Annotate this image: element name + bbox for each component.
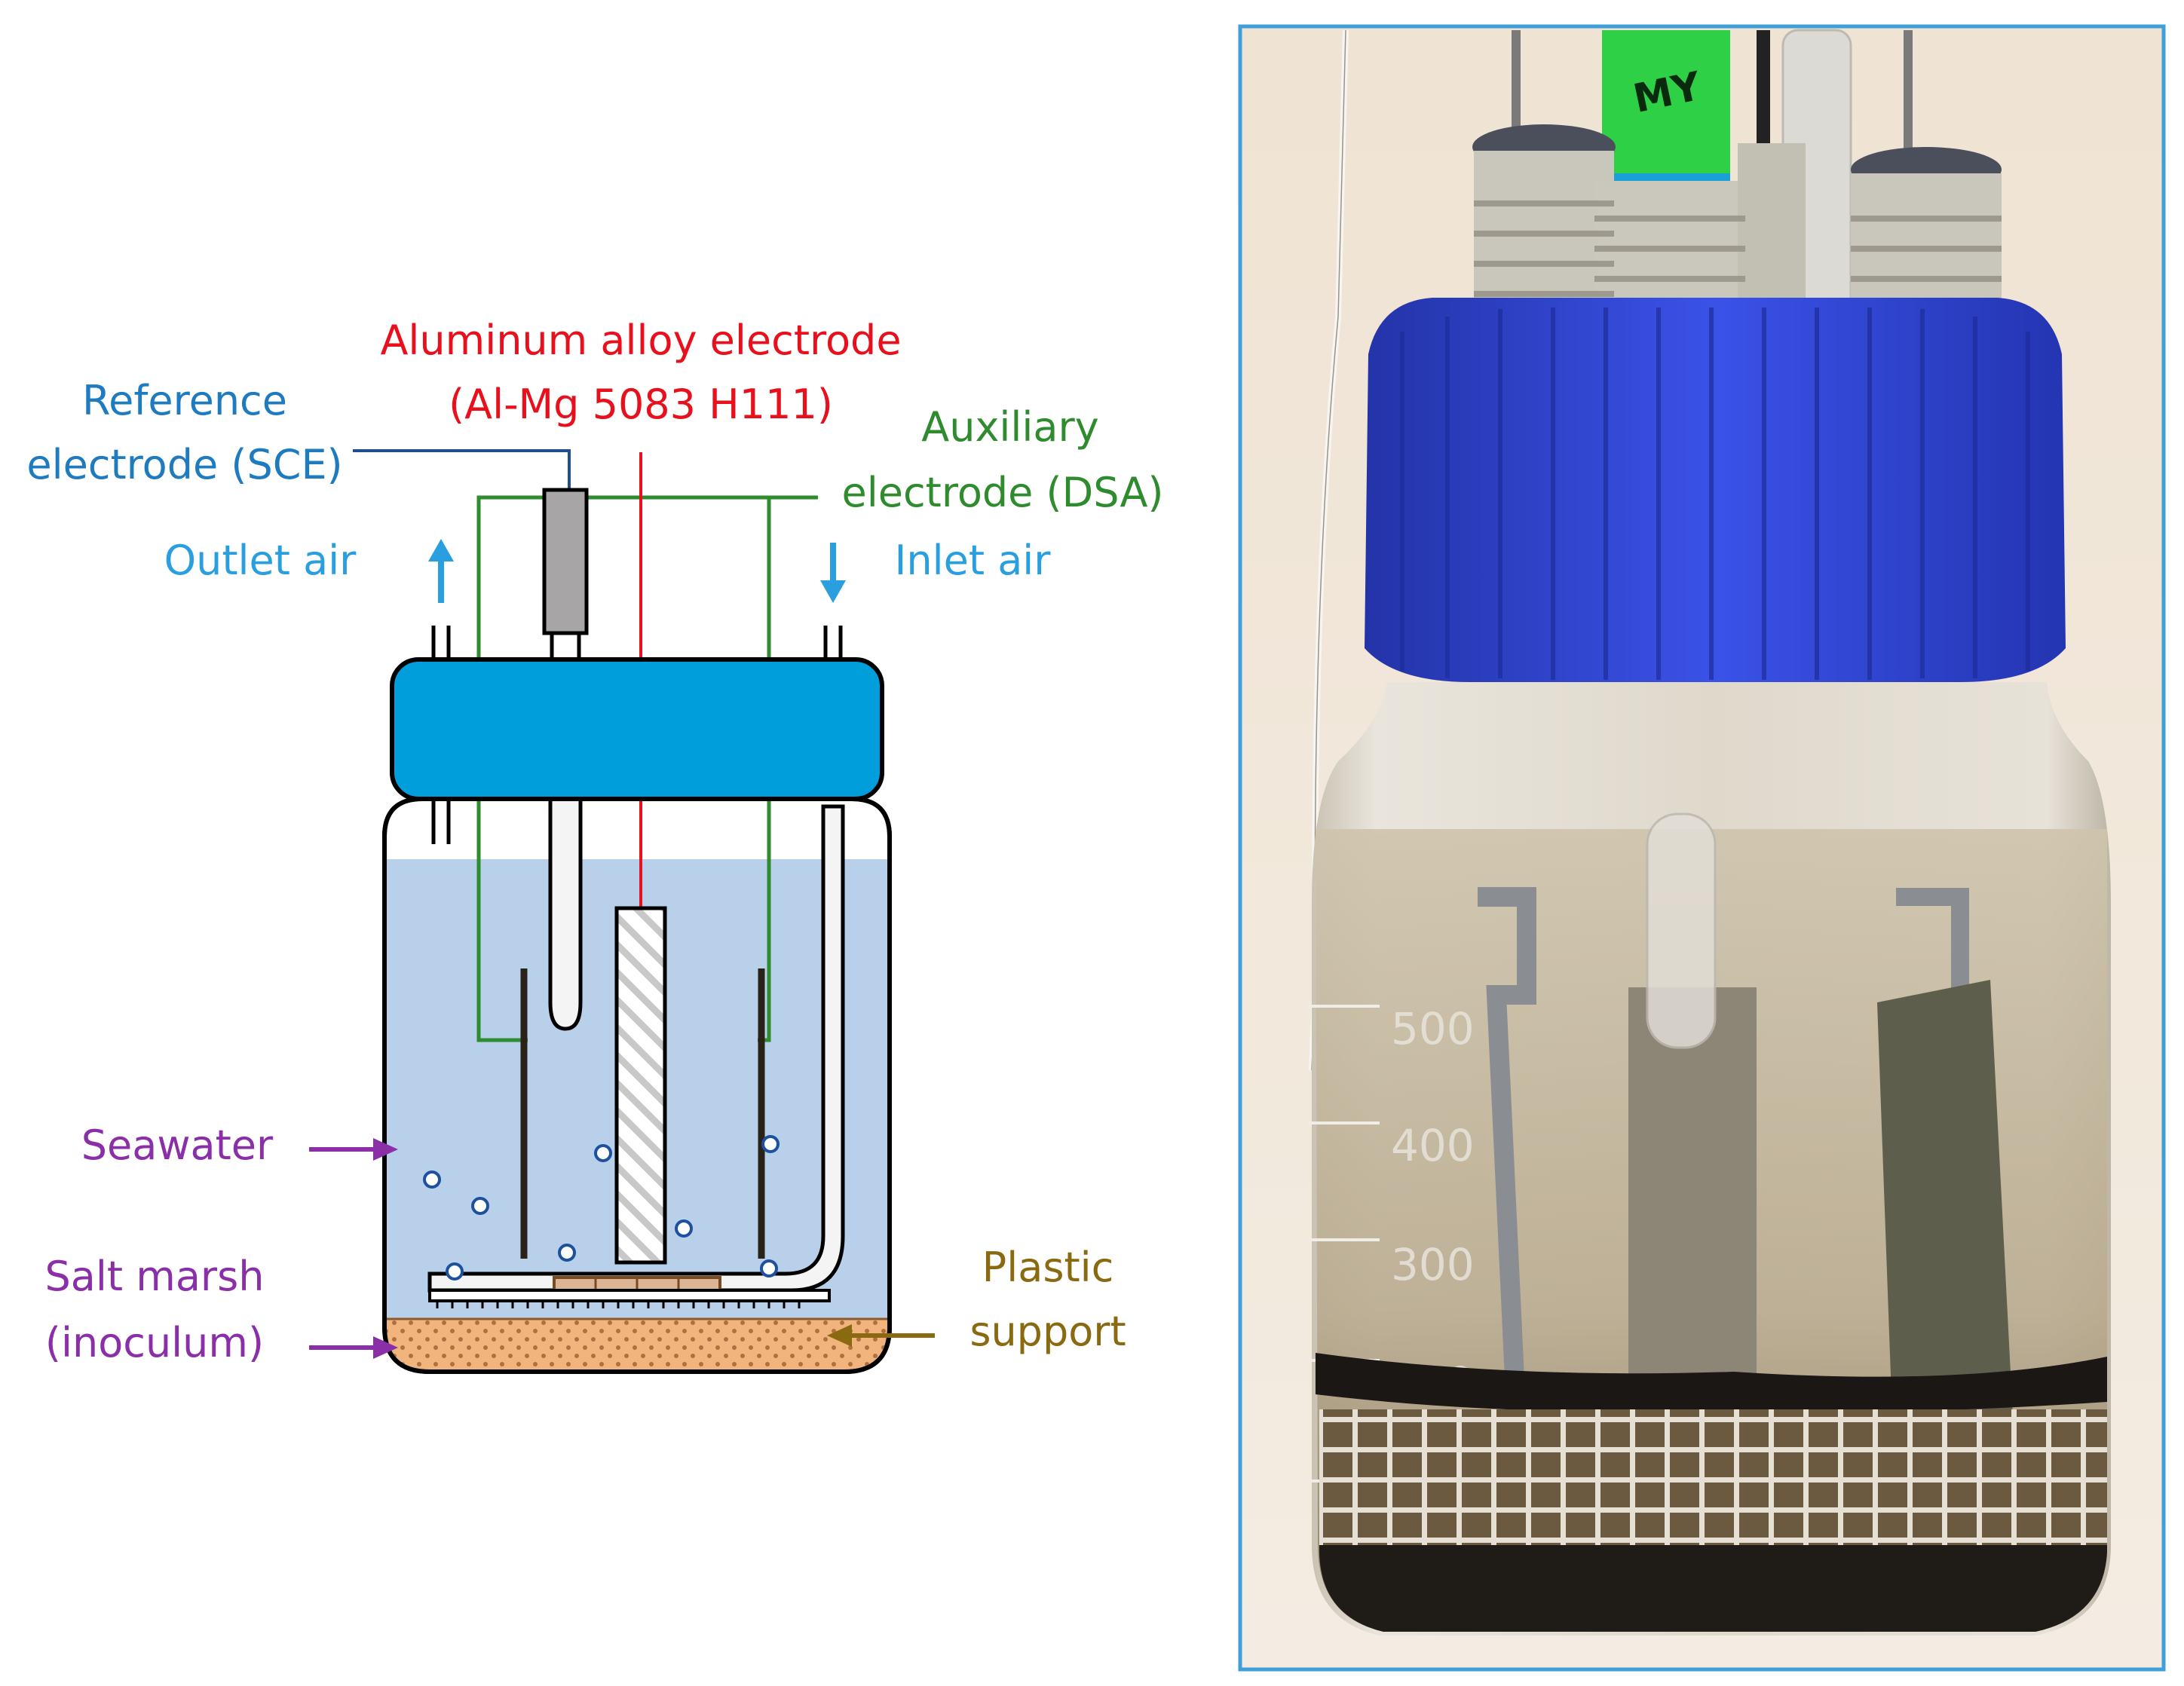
schematic: Aluminum alloy electrode (Al-Mg 5083 H11… bbox=[26, 317, 1164, 1374]
inlet-air-label: Inlet air bbox=[894, 537, 1051, 584]
auxiliary-electrode-type-label: electrode (DSA) bbox=[842, 469, 1164, 516]
seawater-arrow bbox=[309, 1138, 398, 1161]
outlet-air-label: Outlet air bbox=[164, 537, 357, 584]
plastic-support-arrow bbox=[827, 1324, 935, 1347]
plastic-support-label: Plastic bbox=[982, 1244, 1114, 1291]
seawater-label: Seawater bbox=[81, 1121, 274, 1169]
photo-panel: MY bbox=[1238, 24, 2166, 1672]
graduation-400: 400 bbox=[1391, 1120, 1475, 1171]
graduation-300: 300 bbox=[1391, 1239, 1475, 1290]
jar-cap bbox=[390, 657, 884, 801]
graduation-500: 500 bbox=[1391, 1003, 1475, 1054]
salt-marsh-arrow bbox=[309, 1336, 398, 1359]
photo-aluminum-electrode bbox=[1628, 987, 1757, 1409]
reference-electrode-type-label: electrode (SCE) bbox=[26, 441, 342, 488]
aluminum-electrode-alloy-label: (Al-Mg 5083 H111) bbox=[449, 381, 833, 428]
photo-sediment-layer bbox=[1316, 1353, 2107, 1412]
inlet-air-arrow bbox=[820, 543, 846, 603]
salt-marsh-inoculum-label: (inoculum) bbox=[45, 1319, 264, 1366]
air-bubbles bbox=[423, 1135, 780, 1281]
inlet-air-tube bbox=[823, 626, 843, 663]
reference-electrode-pointer bbox=[353, 449, 571, 490]
reference-electrode-head bbox=[542, 488, 589, 635]
auxiliary-electrode-label: Auxiliary bbox=[921, 403, 1098, 451]
photo-jar-cap bbox=[1365, 298, 2066, 682]
aluminum-electrode-label: Aluminum alloy electrode bbox=[380, 317, 901, 364]
plastic-support-line2-label: support bbox=[969, 1308, 1126, 1355]
photo-auxiliary-electrode bbox=[1877, 980, 2013, 1417]
aluminum-electrode-rod bbox=[614, 906, 667, 1265]
plastic-support bbox=[428, 1276, 831, 1302]
salt-marsh-sediment bbox=[387, 1319, 887, 1369]
outlet-air-arrow bbox=[428, 539, 454, 603]
plastic-support-teeth bbox=[436, 1301, 801, 1308]
outlet-air-tube bbox=[431, 626, 451, 844]
photo-plastic-mesh bbox=[1319, 1409, 2107, 1545]
salt-marsh-label: Salt marsh bbox=[45, 1253, 265, 1300]
reference-electrode-label: Reference bbox=[82, 377, 287, 424]
reference-electrode-tube bbox=[548, 797, 583, 1031]
